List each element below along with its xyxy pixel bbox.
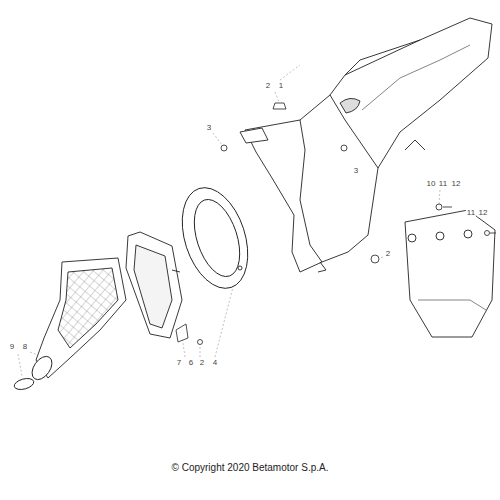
copyright-caption: © Copyright 2020 Betamotor S.p.A.	[172, 462, 329, 473]
side-cover	[405, 210, 495, 337]
filter-ring	[170, 179, 259, 296]
callout-number: 6	[188, 359, 194, 367]
intake-boot	[28, 258, 126, 383]
callout-number: 4	[212, 359, 218, 367]
callout-number: 11	[466, 209, 476, 217]
callout-number: 12	[478, 209, 489, 217]
callout-number: 11	[438, 180, 448, 188]
callout-number: 3	[353, 167, 359, 175]
callout-number: 7	[176, 359, 182, 367]
callout-number: 8	[22, 343, 28, 351]
callout-number: 10	[426, 180, 437, 188]
callout-number: 2	[265, 82, 271, 90]
fasteners	[176, 103, 496, 345]
callout-number: 3	[206, 124, 212, 132]
callout-number: 1	[278, 82, 284, 90]
filter-cage	[126, 232, 182, 338]
callout-number: 12	[451, 180, 462, 188]
hose-clamp	[13, 377, 35, 392]
callout-number: 2	[199, 359, 205, 367]
callout-number: 9	[9, 343, 15, 351]
callout-number: 2	[385, 250, 391, 258]
